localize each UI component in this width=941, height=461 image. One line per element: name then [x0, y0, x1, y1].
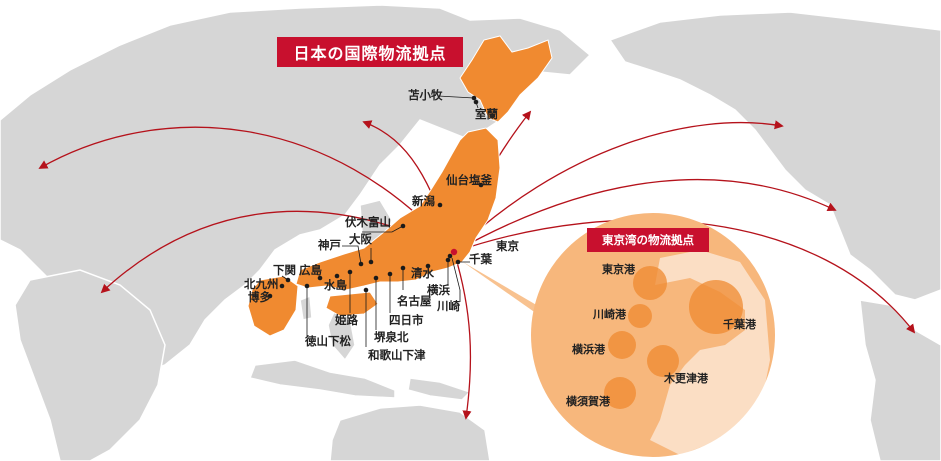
marker-sendai	[478, 182, 484, 188]
route-north-america	[453, 178, 837, 253]
base-label: 横浜	[427, 283, 450, 297]
map-title: 日本の国際物流拠点	[277, 37, 463, 67]
route-oceania	[453, 251, 472, 420]
marker-kitakyushu	[279, 283, 285, 289]
route-alaska	[453, 120, 784, 253]
marker-tokyo-hub	[450, 248, 458, 256]
base-label: 徳山下松	[305, 334, 351, 348]
base-label: 北九州	[244, 277, 279, 291]
port-label: 横浜港	[572, 343, 605, 356]
base-label: 清水	[411, 266, 434, 280]
japan-territory	[247, 35, 553, 337]
marker-hiroshima	[317, 275, 323, 281]
base-label: 新潟	[412, 194, 435, 208]
port-circle-kisarazu	[647, 345, 679, 377]
base-label: 和歌山下津	[368, 348, 426, 362]
port-circle-tokyo	[633, 266, 667, 300]
port-circle-yokosuka	[604, 377, 636, 409]
port-circle-chiba	[689, 280, 743, 334]
base-label: 下関	[273, 263, 296, 277]
base-label: 室蘭	[475, 107, 498, 121]
port-label: 木更津港	[664, 372, 708, 385]
marker-hakata	[267, 293, 273, 299]
base-label: 神戸	[318, 238, 341, 252]
base-label: 四日市	[389, 313, 424, 327]
base-label: 広島	[299, 263, 322, 277]
route-south-america	[453, 219, 916, 334]
base-label: 川崎	[437, 299, 460, 313]
port-label: 千葉港	[723, 318, 756, 331]
port-circle-yokohama	[608, 331, 636, 359]
port-label: 横須賀港	[566, 395, 610, 408]
leader-lines	[281, 95, 479, 347]
world-landmass	[0, 4, 941, 461]
marker-kawasaki	[447, 253, 453, 259]
base-label: 堺泉北	[374, 330, 409, 344]
base-label: 名古屋	[397, 294, 432, 308]
base-label: 東京	[496, 239, 519, 253]
route-europe	[38, 126, 455, 253]
base-label: 姫路	[335, 313, 358, 327]
marker-niigata	[437, 202, 443, 208]
base-label: 千葉	[469, 252, 492, 266]
base-label: 大阪	[349, 232, 372, 246]
port-circles	[604, 266, 743, 409]
base-label: 博多	[248, 290, 271, 304]
marker-mizushima	[334, 273, 340, 279]
port-label: 川崎港	[593, 308, 626, 321]
base-label: 水島	[324, 278, 347, 292]
port-label: 東京港	[602, 263, 635, 276]
base-label: 苫小牧	[408, 88, 443, 102]
base-label: 伏木富山	[345, 215, 391, 229]
base-label: 仙台塩釜	[446, 173, 492, 187]
inset-title: 東京湾の物流拠点	[587, 228, 709, 252]
marker-shimizu	[425, 263, 431, 269]
port-circle-kawasaki	[628, 304, 652, 328]
